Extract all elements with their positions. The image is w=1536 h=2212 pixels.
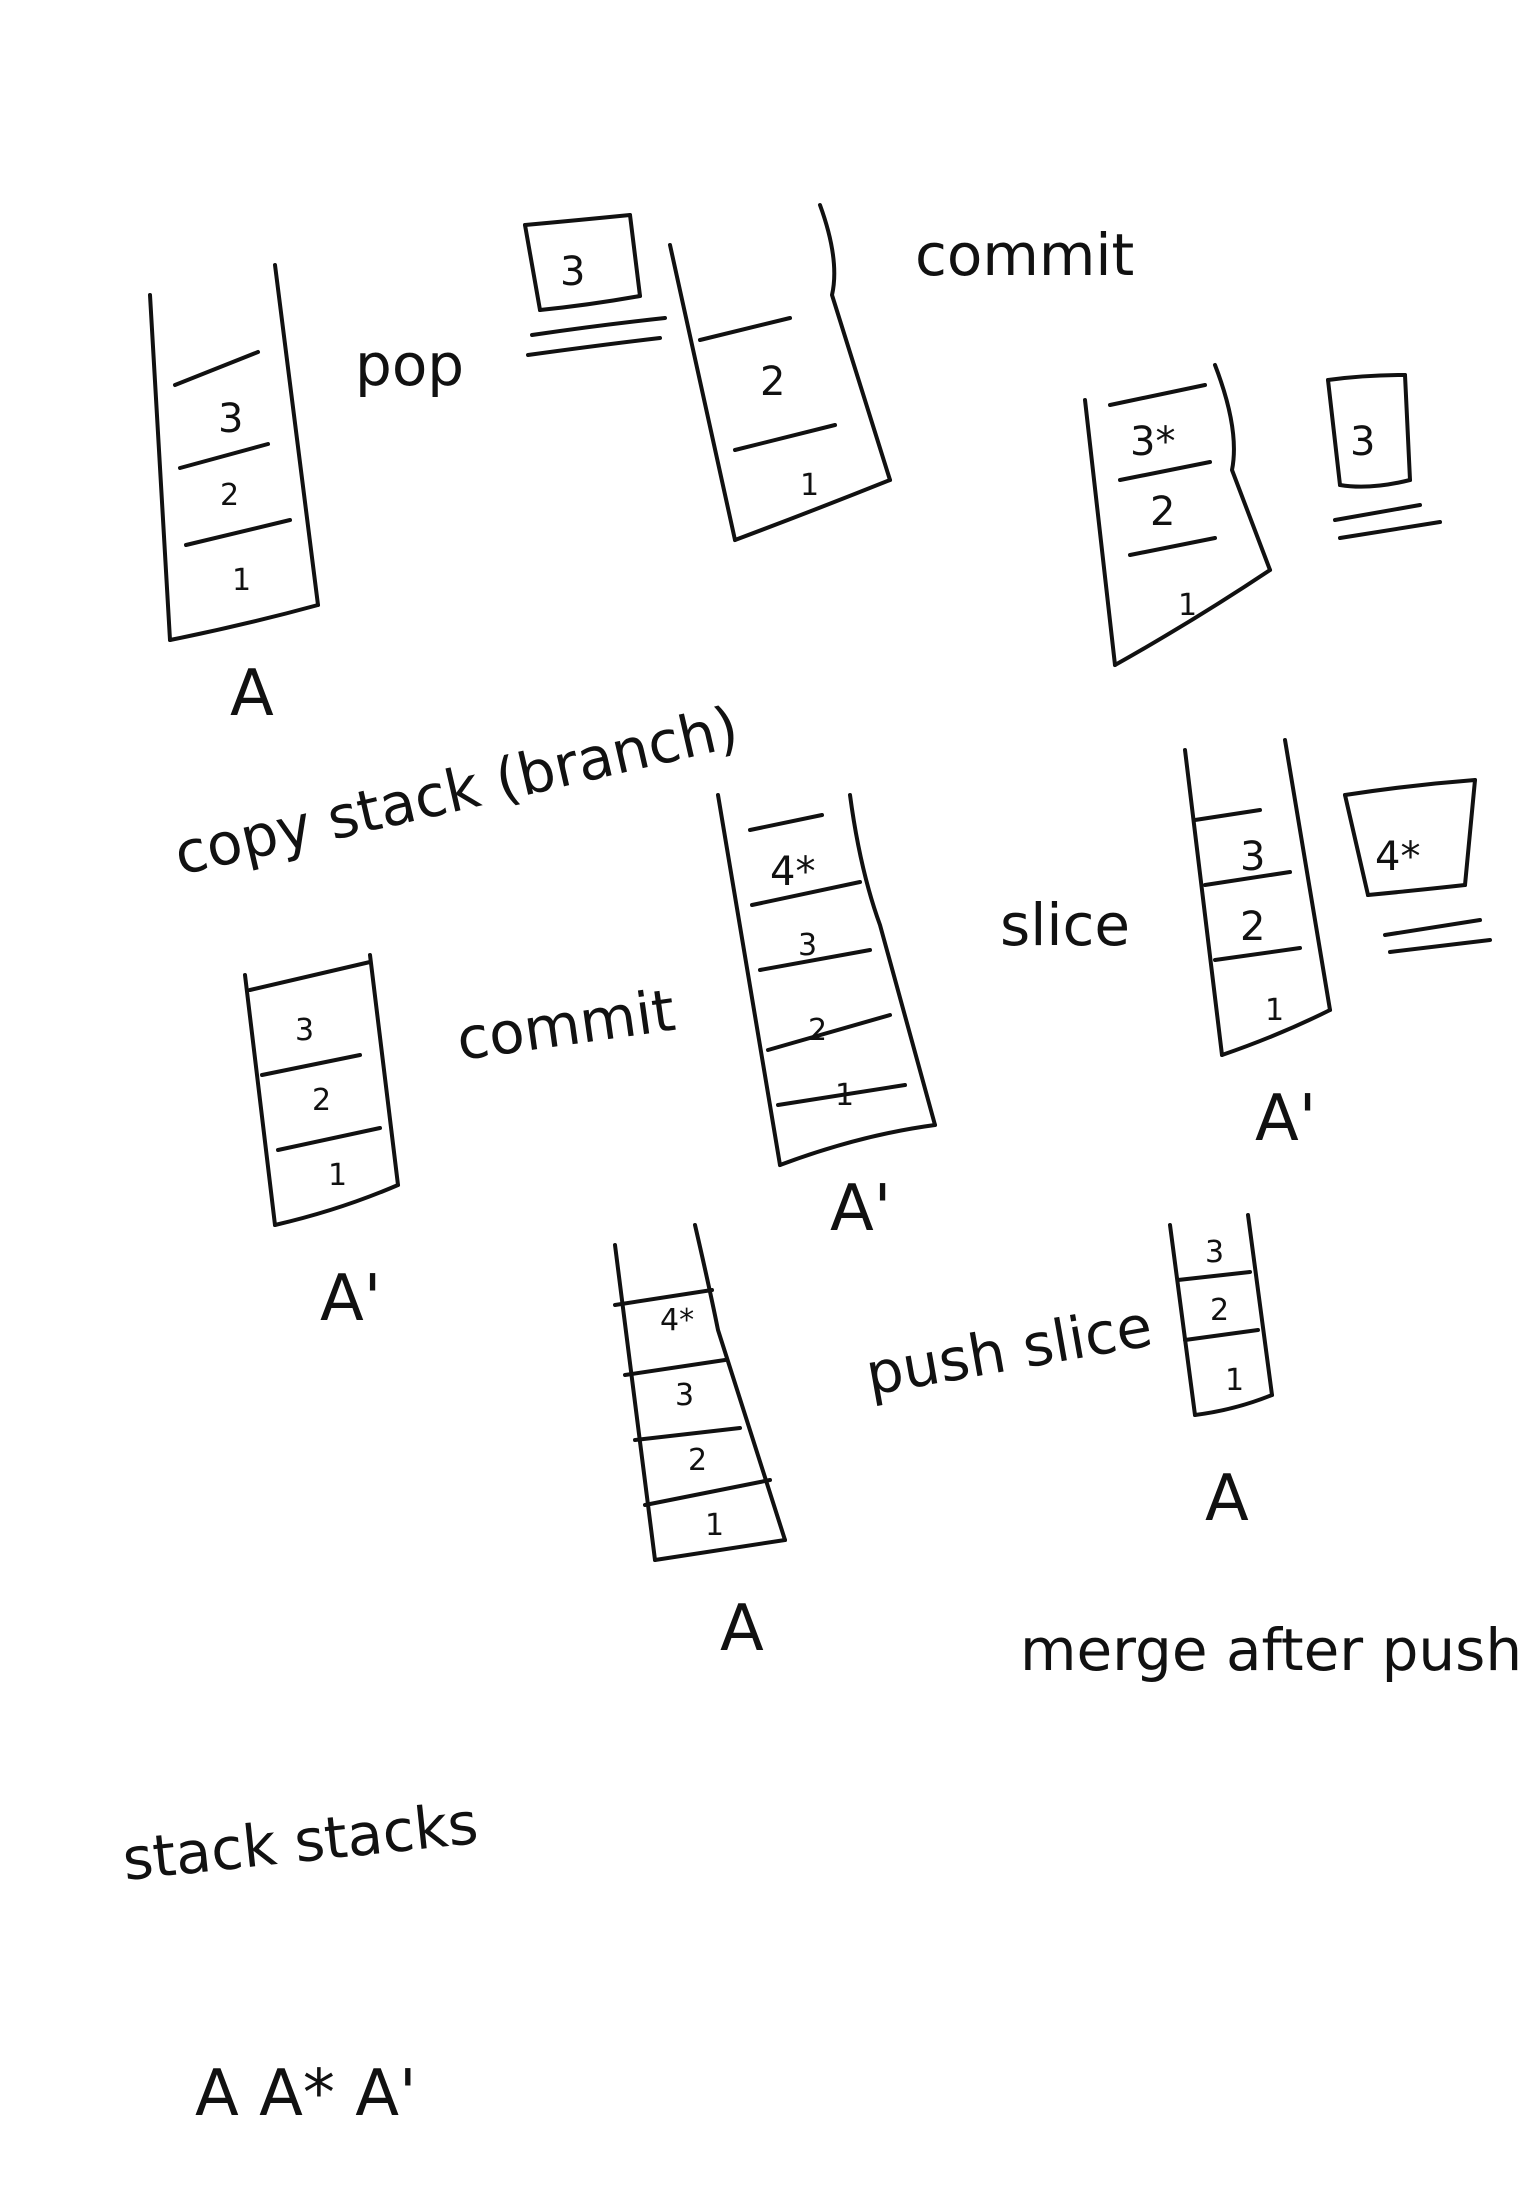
stack-item: 2: [312, 1083, 331, 1118]
stack-after-commit: 3* 2 1: [1083, 363, 1272, 667]
caption-pop: pop: [355, 331, 464, 399]
summary-labels: A A* A': [195, 2057, 417, 2131]
caption-commit-mid: commit: [452, 976, 679, 1074]
stack-item: 1: [232, 563, 251, 598]
caption-push-slice: push slice: [861, 1292, 1157, 1409]
popped-item-box: 3: [523, 213, 667, 357]
stack-label: A: [1205, 1462, 1249, 1536]
stack-item: 1: [1225, 1363, 1244, 1398]
stack-item: 3*: [1130, 419, 1175, 465]
stack-item: 3: [295, 1013, 314, 1048]
stack-branch-commit: 4* 3 2 1 A': [716, 793, 937, 1246]
box-value: 3: [560, 249, 585, 295]
stack-item: 4*: [770, 849, 815, 895]
caption-commit-top: commit: [915, 221, 1134, 289]
stack-pushed-slice: 3 2 1 A: [1168, 1213, 1274, 1536]
stack-item: 1: [800, 468, 819, 503]
stack-label: A: [230, 657, 274, 731]
stack-item: 2: [760, 359, 785, 405]
stack-item: 1: [1265, 993, 1284, 1028]
stack-merged: 4* 3 2 1 A: [613, 1223, 787, 1666]
stack-label: A: [720, 1592, 764, 1666]
stack-item: 2: [688, 1443, 707, 1478]
caption-stack-stacks: stack stacks: [119, 1789, 481, 1894]
sliced-item-box: 4*: [1343, 778, 1492, 954]
stack-label: A': [830, 1172, 891, 1246]
stack-label: A': [320, 1262, 381, 1336]
stack-item: 3: [1205, 1235, 1224, 1270]
stack-item: 3: [218, 396, 243, 442]
caption-slice: slice: [1000, 891, 1130, 959]
stack-item: 2: [1240, 904, 1265, 950]
stack-item: 2: [1210, 1293, 1229, 1328]
stack-item: 1: [835, 1078, 854, 1113]
box-value: 4*: [1375, 834, 1420, 880]
box-value: 3: [1350, 419, 1375, 465]
stack-item: 3: [798, 928, 817, 963]
stack-item: 3: [675, 1378, 694, 1413]
stack-item: 1: [328, 1158, 347, 1193]
stack-item: 1: [1178, 588, 1197, 623]
stack-sliced: 3 2 1 A': [1183, 738, 1332, 1156]
caption-merge-after-push: merge after push: [1020, 1616, 1522, 1684]
stack-copy: 3 2 1 A': [243, 953, 400, 1336]
stack-item: 1: [705, 1508, 724, 1543]
stack-item: 2: [808, 1013, 827, 1048]
stack-label: A': [1255, 1082, 1316, 1156]
stack-item: 2: [220, 478, 239, 513]
stack-item: 4*: [660, 1303, 694, 1338]
stack-item: 2: [1150, 489, 1175, 535]
stack-after-pop: 2 1: [668, 203, 892, 542]
stack-a-initial: 3 2 1 A: [148, 263, 320, 731]
committed-item-box: 3: [1326, 373, 1442, 540]
stack-item: 3: [1240, 834, 1265, 880]
